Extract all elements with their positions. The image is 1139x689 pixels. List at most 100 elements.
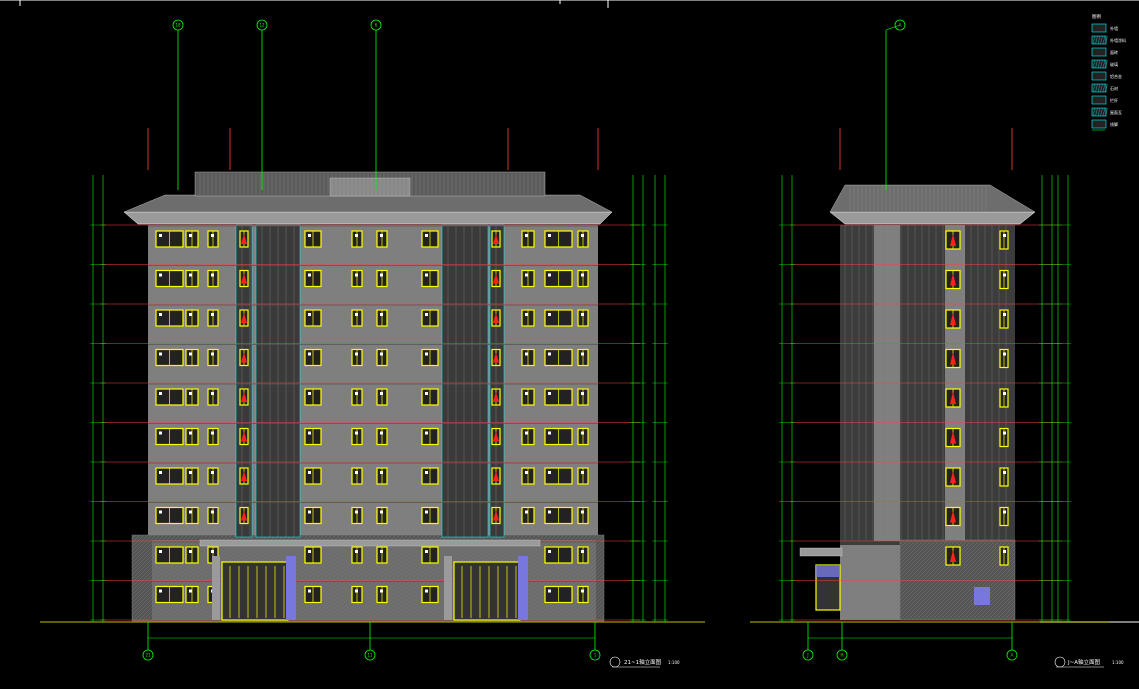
- side-axis-bubble-bottom-1-label: H: [840, 653, 843, 658]
- side-window-b-f6: [999, 467, 1009, 487]
- front-window-f6-c8: [491, 467, 501, 485]
- front-window-f1-c8: [491, 269, 501, 288]
- legend-item-7: 屋面瓦: [1091, 107, 1122, 117]
- legend-label-2: 面砖: [1110, 49, 1118, 55]
- front-window-f3-c9: [521, 348, 535, 367]
- legend-title: 图例: [1092, 13, 1101, 20]
- side-title-label: J~A轴立面图: [1067, 658, 1100, 666]
- front-window-f5-c6: [376, 427, 388, 446]
- front-window-f6-c11: [577, 467, 589, 485]
- front-window-f1-c5: [351, 269, 363, 288]
- front-window-f0-c1: [185, 230, 199, 248]
- side-window-a-f3: [945, 348, 961, 369]
- front-window-f8-c8: [577, 546, 589, 564]
- side-window-b-f5: [999, 427, 1009, 448]
- side-entrance-transom: [816, 565, 840, 577]
- front-window-f3-c11: [577, 348, 589, 367]
- front-window-f0-c0: [155, 230, 184, 248]
- legend-label-4: 铝合金: [1110, 73, 1122, 79]
- legend-item-8: 线脚: [1091, 119, 1118, 129]
- front-window-f1-c11: [577, 269, 589, 288]
- legend-swatch-6: [1091, 95, 1107, 105]
- side-window-b-f2: [999, 309, 1009, 329]
- front-window-f7-c9: [521, 506, 535, 525]
- front-window-f6-c3: [239, 467, 249, 485]
- front-window-f2-c0: [155, 309, 184, 327]
- legend-item-6: 栏杆: [1091, 95, 1118, 105]
- side-window-a-f5: [945, 427, 961, 448]
- front-window-f8-c7: [544, 546, 573, 564]
- side-window-a-f0: [945, 230, 961, 250]
- front-window-f0-c6: [376, 230, 388, 248]
- side-window-a-f8: [945, 546, 961, 566]
- front-window-f2-c7: [421, 309, 439, 327]
- legend-label-6: 栏杆: [1110, 97, 1118, 103]
- side-window-b-f1: [999, 269, 1009, 290]
- front-window-f6-c10: [544, 467, 573, 485]
- side-axis-bubble-bottom-0-label: J: [806, 653, 808, 658]
- legend-label-0: 外墙: [1110, 25, 1118, 31]
- front-window-f8-c3: [304, 546, 322, 564]
- side-window-a-f7: [945, 506, 961, 527]
- legend-label-1: 外墙涂料: [1110, 37, 1126, 43]
- front-window-f3-c7: [421, 348, 439, 367]
- side-roof-slope: [829, 184, 1036, 213]
- legend-swatch-0: [1091, 23, 1107, 33]
- front-axis-bubble-bottom-1: [364, 649, 376, 661]
- front-window-f2-c1: [185, 309, 199, 327]
- legend-item-1: 外墙涂料: [1091, 35, 1126, 45]
- side-base-wall: [840, 545, 900, 620]
- front-window-f0-c7: [421, 230, 439, 248]
- front-window-f2-c5: [351, 309, 363, 327]
- front-window-f2-c3: [239, 309, 249, 327]
- front-window-f4-c8: [491, 388, 501, 406]
- front-window-f2-c9: [521, 309, 535, 327]
- front-window-f5-c9: [521, 427, 535, 446]
- side-window-b-f3: [999, 348, 1009, 369]
- front-axis-bubble-top-1-label: 12: [259, 23, 265, 28]
- front-window-f1-c7: [421, 269, 439, 288]
- front-window-f7-c8: [491, 506, 501, 525]
- legend-item-5: 石材: [1091, 83, 1118, 93]
- front-window-f3-c4: [304, 348, 322, 367]
- front-window-f7-c7: [421, 506, 439, 525]
- front-window-f1-c1: [185, 269, 199, 288]
- side-axis-bubble-bottom-2-label: A: [1011, 653, 1014, 658]
- legend-swatch-8: [1091, 119, 1107, 129]
- front-window-f2-c11: [577, 309, 589, 327]
- front-window-f8-c0: [155, 546, 184, 564]
- front-window-f2-c6: [376, 309, 388, 327]
- front-window-f1-c4: [304, 269, 322, 288]
- side-canopy: [799, 547, 843, 557]
- legend-item-3: 玻璃: [1091, 59, 1118, 69]
- front-window-f4-c7: [421, 388, 439, 406]
- front-window-f2-c2: [207, 309, 219, 327]
- legend-label-8: 线脚: [1110, 121, 1118, 127]
- front-window-f0-c2: [207, 230, 219, 248]
- front-window-f1-c0: [155, 269, 184, 288]
- side-axis-bubble-bottom-2: [1006, 649, 1018, 661]
- front-entrance-0: [212, 556, 296, 621]
- front-window-f6-c0: [155, 467, 184, 485]
- legend-swatch-2: [1091, 47, 1107, 57]
- front-axis-bubble-top-1: [256, 19, 268, 31]
- side-title-marker: [1054, 656, 1066, 668]
- side-window-b-f0: [999, 230, 1009, 250]
- front-window-f6-c5: [351, 467, 363, 485]
- front-window-f0-c9: [521, 230, 535, 248]
- front-glass-strip-2: [441, 224, 489, 538]
- side-window-a-f4: [945, 388, 961, 408]
- legend-label-7: 屋面瓦: [1110, 109, 1122, 115]
- front-window-f4-c6: [376, 388, 388, 406]
- front-window-f4-c2: [207, 388, 219, 406]
- front-axis-bubble-top-2: [370, 19, 382, 31]
- front-axis-bubble-bottom-1-label: 11: [367, 653, 373, 658]
- front-window-f5-c3: [239, 427, 249, 446]
- front-window-f9-c1: [185, 585, 199, 604]
- front-window-f3-c1: [185, 348, 199, 367]
- front-window-f2-c8: [491, 309, 501, 327]
- front-axis-bubble-top-0: [172, 19, 184, 31]
- front-window-f1-c6: [376, 269, 388, 288]
